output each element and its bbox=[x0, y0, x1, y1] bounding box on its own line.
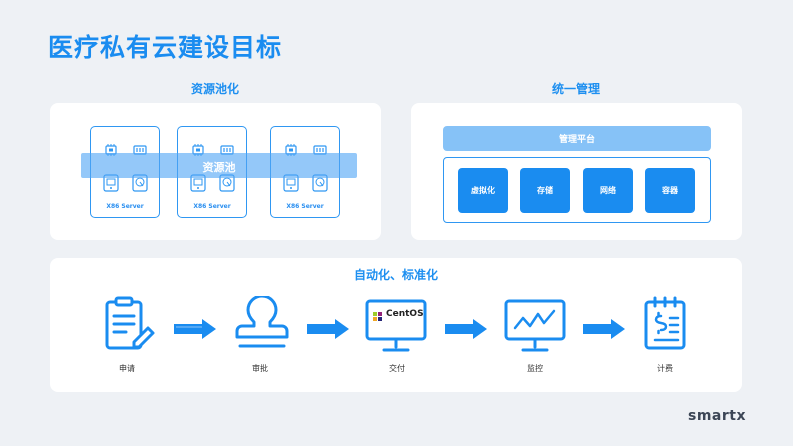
module-network: 网络 bbox=[583, 168, 633, 213]
management-platform-bar: 管理平台 bbox=[443, 126, 711, 151]
module-virtualization: 虚拟化 bbox=[458, 168, 508, 213]
step-label-deliver: 交付 bbox=[389, 364, 405, 373]
step-label-billing: 计费 bbox=[657, 364, 673, 373]
step-label-apply: 申请 bbox=[119, 364, 135, 373]
arrow-right-icon bbox=[307, 319, 349, 339]
mgmt-section-label: 统一管理 bbox=[551, 82, 600, 96]
server-caption: X86 Server bbox=[106, 203, 144, 210]
stamp-icon bbox=[235, 296, 289, 348]
form-pencil-icon bbox=[105, 296, 155, 350]
arrow-right-icon bbox=[445, 319, 487, 339]
centos-logo-text: CentOS bbox=[386, 309, 424, 319]
resource-pool-bar bbox=[81, 153, 357, 178]
arrow-right-icon bbox=[174, 319, 216, 339]
page-title: 医疗私有云建设目标 bbox=[48, 33, 283, 62]
resource-pool-label: 资源池 bbox=[202, 161, 236, 174]
automation-panel bbox=[50, 258, 742, 392]
pool-section-label: 资源池化 bbox=[190, 82, 239, 96]
automation-section-label: 自动化、标准化 bbox=[353, 268, 438, 282]
server-caption: X86 Server bbox=[286, 203, 324, 210]
step-label-approve: 审批 bbox=[252, 364, 268, 373]
server-caption: X86 Server bbox=[193, 203, 231, 210]
module-container: 容器 bbox=[645, 168, 695, 213]
billing-icon bbox=[644, 296, 686, 350]
arrow-right-icon bbox=[583, 319, 625, 339]
module-storage: 存储 bbox=[520, 168, 570, 213]
smartx-logo: smartx bbox=[688, 408, 746, 424]
monitor-chart-icon bbox=[504, 299, 566, 352]
monitor-centos-icon bbox=[365, 299, 427, 352]
step-label-monitor: 监控 bbox=[527, 364, 543, 373]
